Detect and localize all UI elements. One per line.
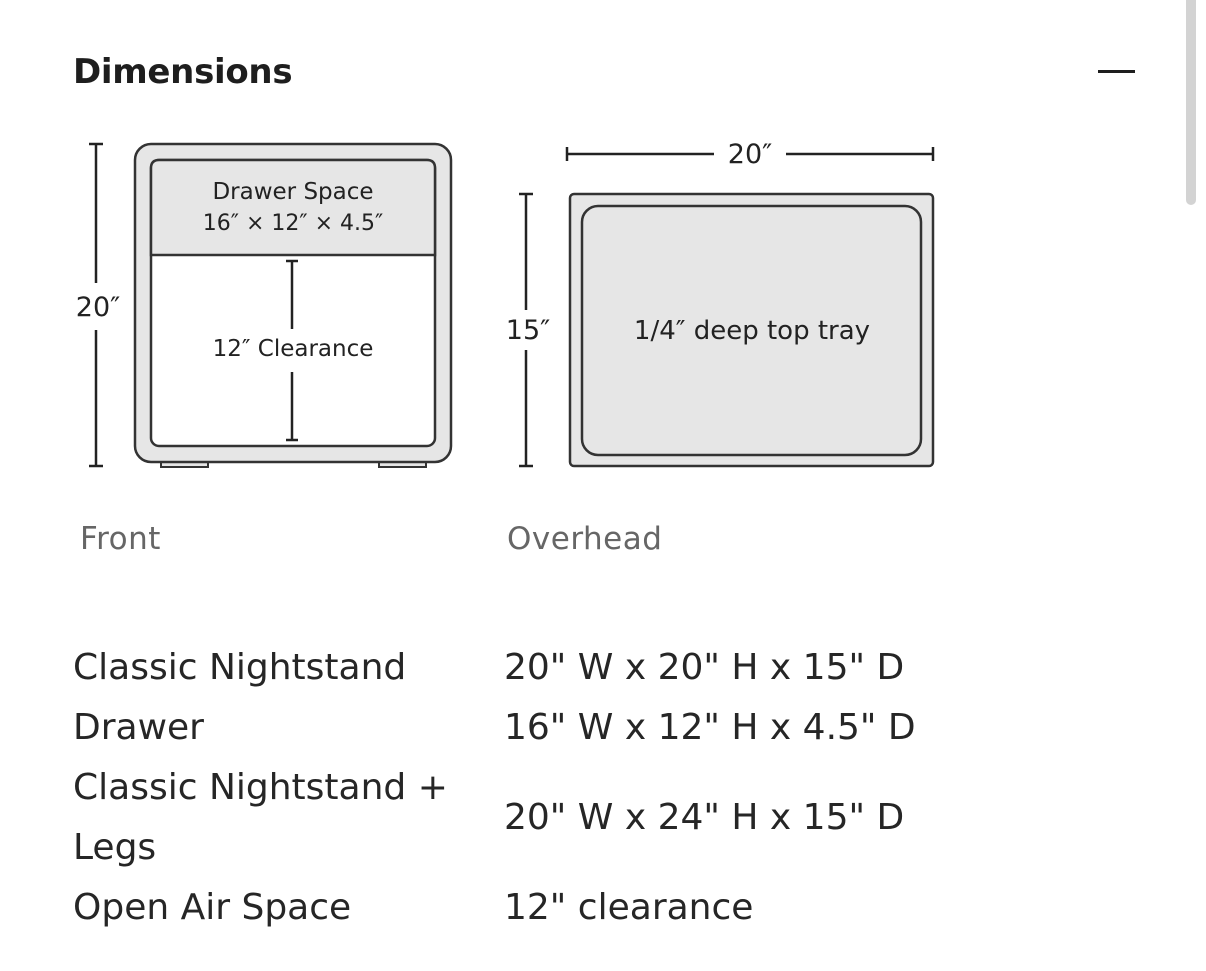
minus-icon xyxy=(1098,70,1135,73)
spec-row: Classic Nightstand 20" W x 20" H x 15" D xyxy=(73,638,973,698)
front-view-drawing: 20″ Drawer Space 16″ × 12″ × 4.5″ 12″ Cl… xyxy=(76,142,453,468)
spec-row: Classic Nightstand + Legs 20" W x 24" H … xyxy=(73,758,973,878)
overhead-width-dimension xyxy=(565,147,935,161)
scrollbar[interactable] xyxy=(1186,0,1196,205)
section-title: Dimensions xyxy=(73,52,293,92)
drawer-title: Drawer Space xyxy=(212,179,373,205)
front-height-label: 20″ xyxy=(76,292,120,323)
spec-row: Open Air Space 12" clearance xyxy=(73,878,973,938)
spec-name: Classic Nightstand + Legs xyxy=(73,767,448,868)
spec-value: 16" W x 12" H x 4.5" D xyxy=(504,707,916,748)
overhead-view-label: Overhead xyxy=(507,521,663,557)
tray-label: 1/4″ deep top tray xyxy=(634,316,870,346)
clearance-dimension xyxy=(286,259,298,442)
dimension-specs-table: Classic Nightstand 20" W x 20" H x 15" D… xyxy=(73,638,973,938)
spec-name: Classic Nightstand xyxy=(73,647,407,688)
overhead-view-drawing: 20″ 15″ 1/4″ deep top tray xyxy=(506,139,935,468)
spec-name: Drawer xyxy=(73,707,204,748)
clearance-label: 12″ Clearance xyxy=(213,336,374,362)
overhead-depth-dimension xyxy=(519,192,533,468)
spec-value: 20" W x 24" H x 15" D xyxy=(504,797,905,838)
overhead-width-label: 20″ xyxy=(728,139,772,170)
spec-value: 12" clearance xyxy=(504,887,754,928)
spec-name: Open Air Space xyxy=(73,887,352,928)
overhead-depth-label: 15″ xyxy=(506,315,550,346)
spec-row: Drawer 16" W x 12" H x 4.5" D xyxy=(73,698,973,758)
top-tray xyxy=(580,204,923,457)
collapse-button[interactable] xyxy=(1092,55,1142,89)
drawer-size: 16″ × 12″ × 4.5″ xyxy=(203,211,383,236)
drawer-panel xyxy=(149,158,437,257)
front-height-dimension xyxy=(89,142,103,468)
front-view-label: Front xyxy=(80,521,161,557)
spec-value: 20" W x 20" H x 15" D xyxy=(504,647,905,688)
